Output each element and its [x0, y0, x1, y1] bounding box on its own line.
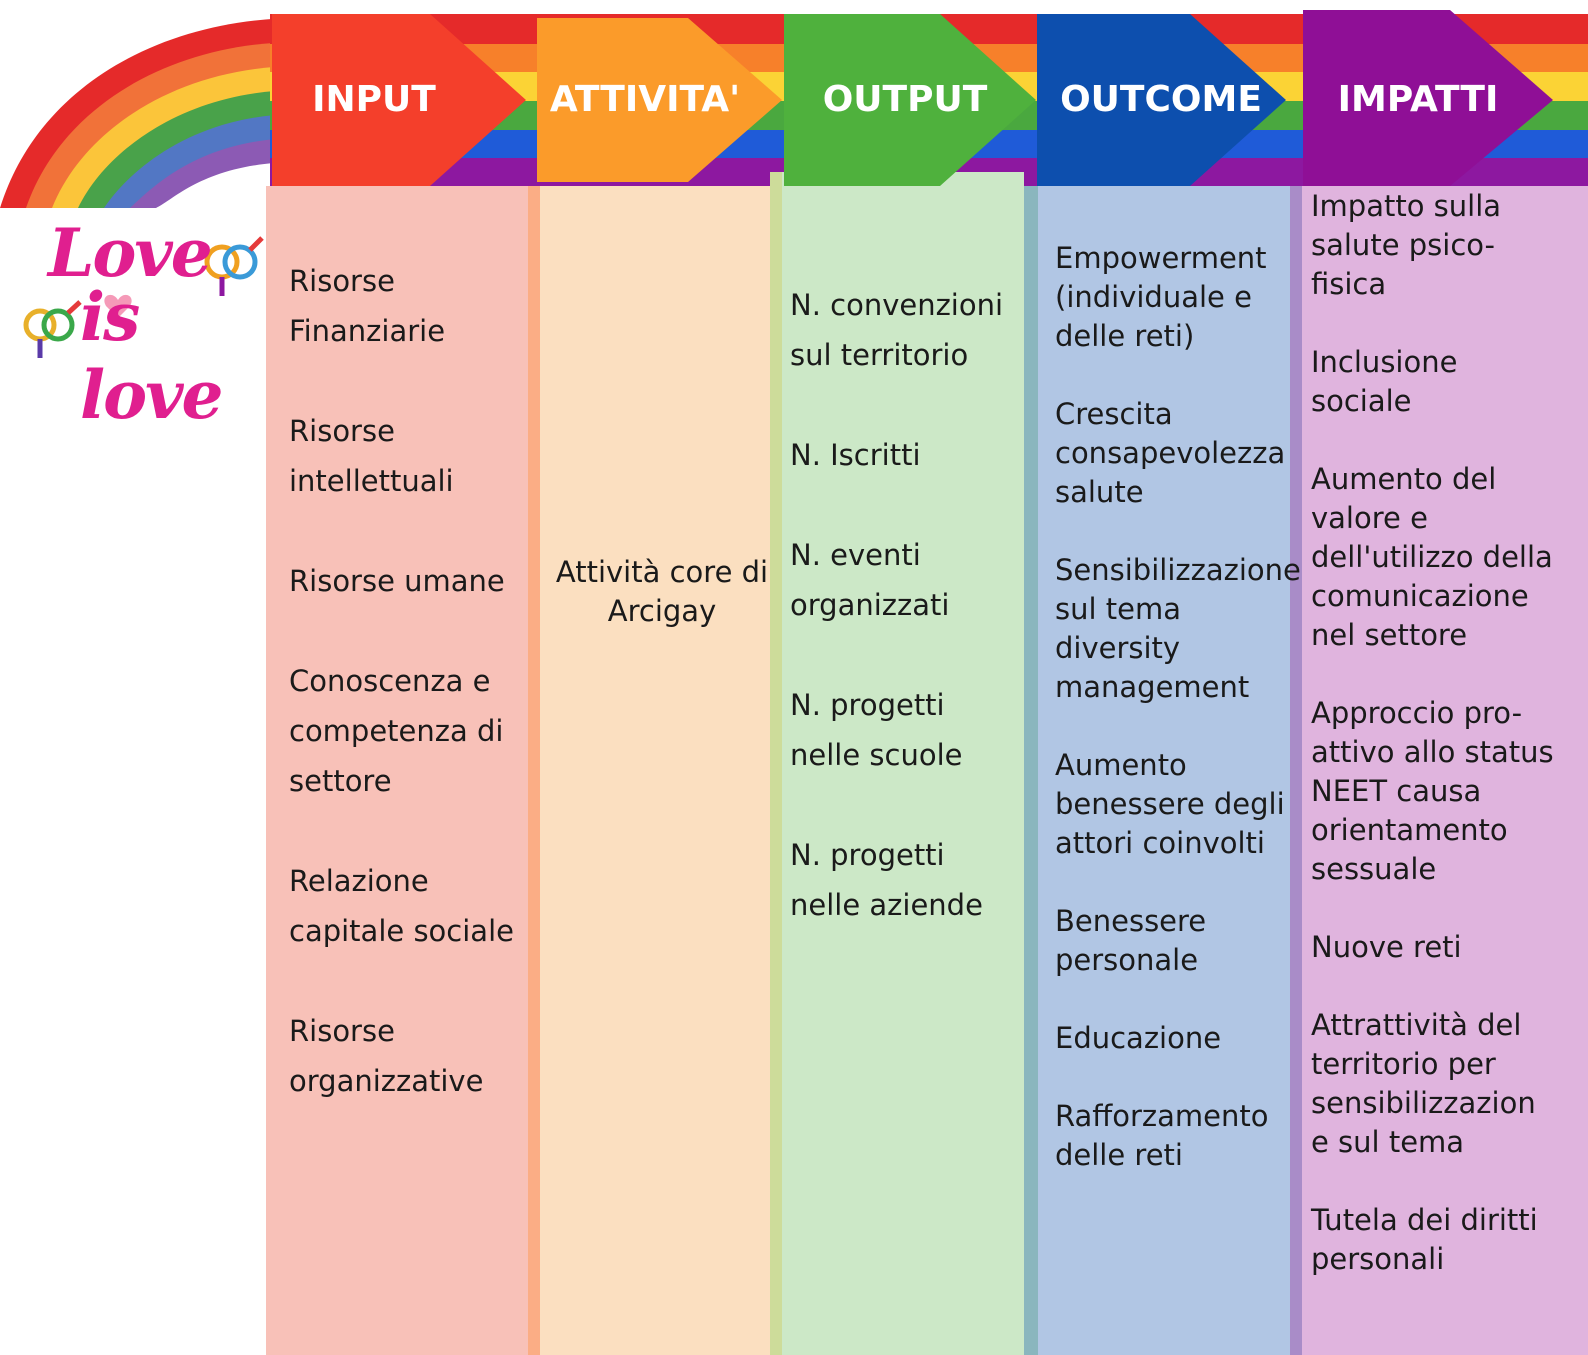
list-item: N. progetti nelle scuole: [790, 688, 963, 772]
list-item: Conoscenza e competenza di settore: [289, 664, 504, 798]
heart-icon: [104, 294, 132, 318]
header-output: OUTPUT: [822, 79, 988, 120]
column-output: N. convenzioni sul territorio N. Iscritt…: [790, 280, 1016, 930]
list-item: Risorse intellettuali: [289, 414, 454, 498]
list-item: Risorse organizzative: [289, 1014, 484, 1098]
column-impatti: Impatto sulla salute psico-fisica Inclus…: [1311, 187, 1559, 1279]
list-item: Inclusione sociale: [1311, 345, 1458, 418]
column-attivita: Attività core di Arcigay: [548, 553, 776, 631]
list-item: Tutela dei diritti personali: [1311, 1203, 1538, 1276]
list-item: N. progetti nelle aziende: [790, 838, 983, 922]
column-input: Risorse Finanziarie Risorse intellettual…: [289, 256, 521, 1106]
love-is-love-logo: Love is love: [12, 214, 268, 434]
list-item: Rafforzamento delle reti: [1055, 1099, 1269, 1172]
gender-symbols-icon: [23, 236, 264, 358]
list-item: Relazione capitale sociale: [289, 864, 514, 948]
list-item: N. convenzioni sul territorio: [790, 288, 1004, 372]
list-item: Educazione: [1055, 1021, 1222, 1055]
list-item: Impatto sulla salute psico-fisica: [1311, 189, 1502, 301]
list-item: Empowerment (individuale e delle reti): [1055, 241, 1267, 353]
header-impatti: IMPATTI: [1337, 79, 1499, 120]
list-item: Risorse umane: [289, 564, 505, 598]
list-item: Approccio pro-attivo allo status NEET ca…: [1311, 696, 1554, 886]
header-outcome: OUTCOME: [1060, 79, 1262, 120]
list-item: Nuove reti: [1311, 930, 1462, 964]
list-item: N. Iscritti: [790, 438, 921, 472]
list-item: Attrattività del territorio per sensibil…: [1311, 1008, 1536, 1159]
list-item: Attività core di Arcigay: [555, 555, 769, 628]
list-item: Risorse Finanziarie: [289, 264, 446, 348]
list-item: Crescita consapevolezza salute: [1055, 397, 1286, 509]
list-item: Aumento del valore e dell'utilizzo della…: [1311, 462, 1553, 652]
header-input: INPUT: [312, 79, 436, 120]
list-item: N. eventi organizzati: [790, 538, 950, 622]
list-item: Aumento benessere degli attori coinvolti: [1055, 748, 1285, 860]
list-item: Sensibilizzazione sul tema diversity man…: [1055, 553, 1301, 704]
header-attivita: ATTIVITA': [549, 79, 741, 120]
column-outcome: Empowerment (individuale e delle reti) C…: [1055, 239, 1301, 1175]
header-chevrons: [272, 10, 1553, 186]
logo-line2: is love: [80, 278, 223, 434]
column-backgrounds: [266, 172, 1588, 1355]
rainbow-arc: [0, 18, 300, 208]
logo-line1: Love: [48, 214, 213, 292]
list-item: Benessere personale: [1055, 904, 1207, 977]
